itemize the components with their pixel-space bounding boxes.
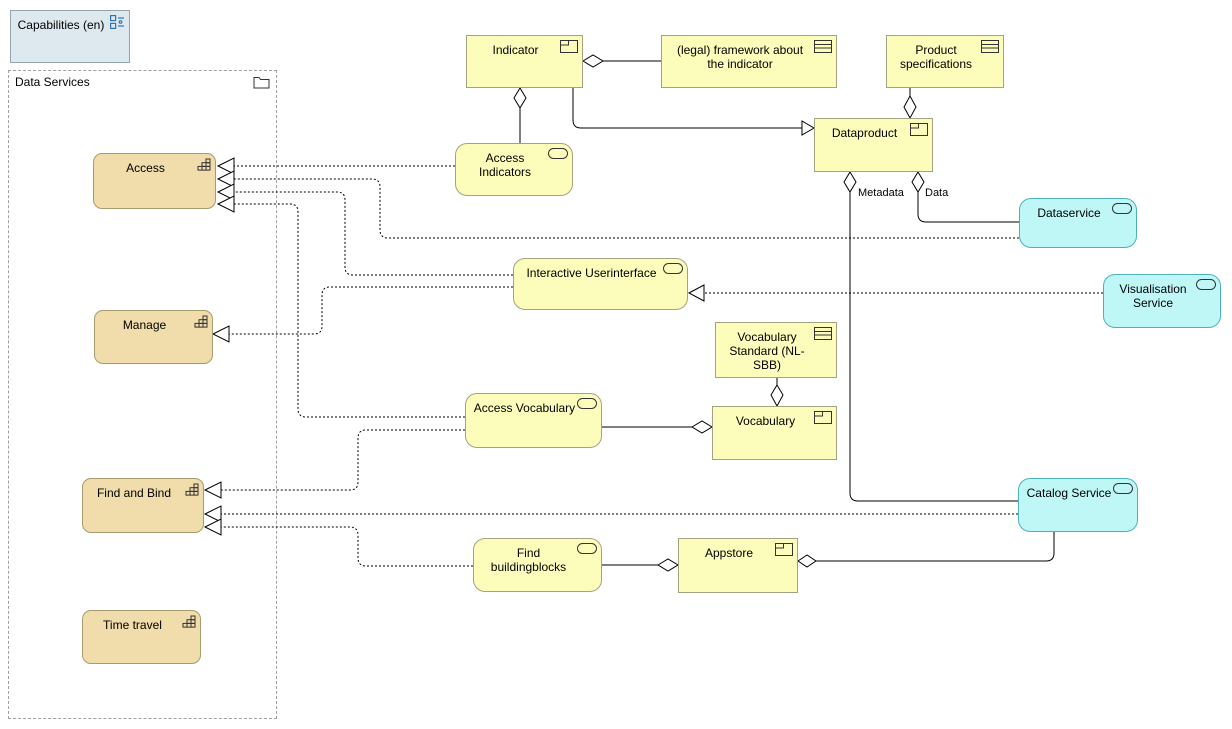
view-icon xyxy=(110,15,124,29)
capability-find-and-bind-label: Find and Bind xyxy=(96,486,172,500)
specification-product-specifications[interactable]: Product specifications xyxy=(886,35,1004,88)
group-data-services-label: Data Services xyxy=(15,75,90,89)
specification-icon xyxy=(814,40,832,53)
service-icon xyxy=(577,398,597,409)
service-catalog-service[interactable]: Catalog Service xyxy=(1018,478,1138,532)
capability-access[interactable]: Access xyxy=(93,153,216,209)
service-icon xyxy=(663,263,683,274)
specification-icon xyxy=(981,40,999,53)
aggregation-dataproduct-metadata-catalog-service[interactable]: Metadata xyxy=(843,171,1018,502)
capability-manage-label: Manage xyxy=(122,318,167,332)
capability-icon xyxy=(197,158,211,171)
capability-icon xyxy=(185,483,199,496)
edge-label-data: Data xyxy=(925,187,949,199)
realization-dataservice-to-access[interactable] xyxy=(216,170,1019,239)
product-vocabulary[interactable]: Vocabulary xyxy=(712,406,837,460)
service-find-buildingblocks-label: Find buildingblocks xyxy=(490,546,567,575)
specification-framework-label: (legal) framework about the indicator xyxy=(676,43,804,72)
realization-catalog-service-to-find-and-bind[interactable] xyxy=(203,505,1018,523)
service-interactive-userinterface-label: Interactive Userinterface xyxy=(526,266,657,280)
service-visualisation-service-label: Visualisation Service xyxy=(1119,282,1187,311)
service-find-buildingblocks[interactable]: Find buildingblocks xyxy=(473,538,602,592)
aggregation-vocabulary-access-vocabulary[interactable] xyxy=(602,420,713,434)
edge-label-metadata: Metadata xyxy=(858,187,905,199)
product-icon xyxy=(814,411,832,424)
specification-framework[interactable]: (legal) framework about the indicator xyxy=(661,35,837,88)
aggregation-appstore-catalog-service[interactable] xyxy=(797,532,1055,568)
aggregation-indicator-framework[interactable] xyxy=(582,54,661,68)
capability-access-label: Access xyxy=(126,161,165,175)
service-visualisation-service[interactable]: Visualisation Service xyxy=(1103,274,1221,328)
specification-vocabulary-standard-label: Vocabulary Standard (NL-SBB) xyxy=(729,330,805,373)
service-access-vocabulary-label: Access Vocabulary xyxy=(473,401,576,415)
service-access-indicators[interactable]: Access Indicators xyxy=(455,143,573,196)
service-icon xyxy=(1112,203,1132,214)
product-icon xyxy=(910,123,928,136)
product-indicator-label: Indicator xyxy=(492,43,539,57)
specification-icon xyxy=(814,327,832,340)
service-catalog-service-label: Catalog Service xyxy=(1026,486,1112,500)
view-reference-capabilities[interactable]: Capabilities (en) xyxy=(10,10,130,63)
service-icon xyxy=(1196,279,1216,290)
service-access-vocabulary[interactable]: Access Vocabulary xyxy=(465,393,602,448)
service-icon xyxy=(577,543,597,554)
capability-icon xyxy=(194,315,208,328)
capability-time-travel-label: Time travel xyxy=(103,618,162,632)
product-icon xyxy=(775,543,793,556)
service-access-indicators-label: Access Indicators xyxy=(478,151,532,180)
service-icon xyxy=(1113,483,1133,494)
product-appstore-label: Appstore xyxy=(704,546,754,560)
capability-find-and-bind[interactable]: Find and Bind xyxy=(82,478,204,533)
product-dataproduct[interactable]: Dataproduct xyxy=(814,118,933,172)
product-indicator[interactable]: Indicator xyxy=(466,35,583,88)
aggregation-vocabulary-vocabulary-standard[interactable] xyxy=(770,378,784,408)
product-appstore[interactable]: Appstore xyxy=(678,538,798,593)
product-vocabulary-label: Vocabulary xyxy=(735,414,796,428)
aggregation-indicator-access-indicators[interactable] xyxy=(513,87,527,143)
view-reference-label: Capabilities (en) xyxy=(17,18,105,32)
specification-vocabulary-standard[interactable]: Vocabulary Standard (NL-SBB) xyxy=(715,322,837,378)
realization-visualisation-service-to-interactive-userinterface[interactable] xyxy=(687,284,1103,302)
aggregation-dataproduct-product-specifications[interactable] xyxy=(903,88,917,120)
capability-manage[interactable]: Manage xyxy=(94,310,213,364)
product-icon xyxy=(560,40,578,53)
service-dataservice[interactable]: Dataservice xyxy=(1019,198,1137,248)
aggregation-dataproduct-data-dataservice[interactable]: Data xyxy=(911,171,1019,223)
capability-time-travel[interactable]: Time travel xyxy=(82,610,201,664)
folder-icon xyxy=(253,77,270,89)
service-interactive-userinterface[interactable]: Interactive Userinterface xyxy=(513,258,688,310)
service-icon xyxy=(548,148,568,159)
service-dataservice-label: Dataservice xyxy=(1037,206,1101,220)
specialization-indicator-to-dataproduct[interactable] xyxy=(572,88,815,136)
product-dataproduct-label: Dataproduct xyxy=(831,126,898,140)
aggregation-appstore-find-buildingblocks[interactable] xyxy=(602,558,679,572)
specification-product-specifications-label: Product specifications xyxy=(899,43,973,72)
capability-icon xyxy=(182,615,196,628)
